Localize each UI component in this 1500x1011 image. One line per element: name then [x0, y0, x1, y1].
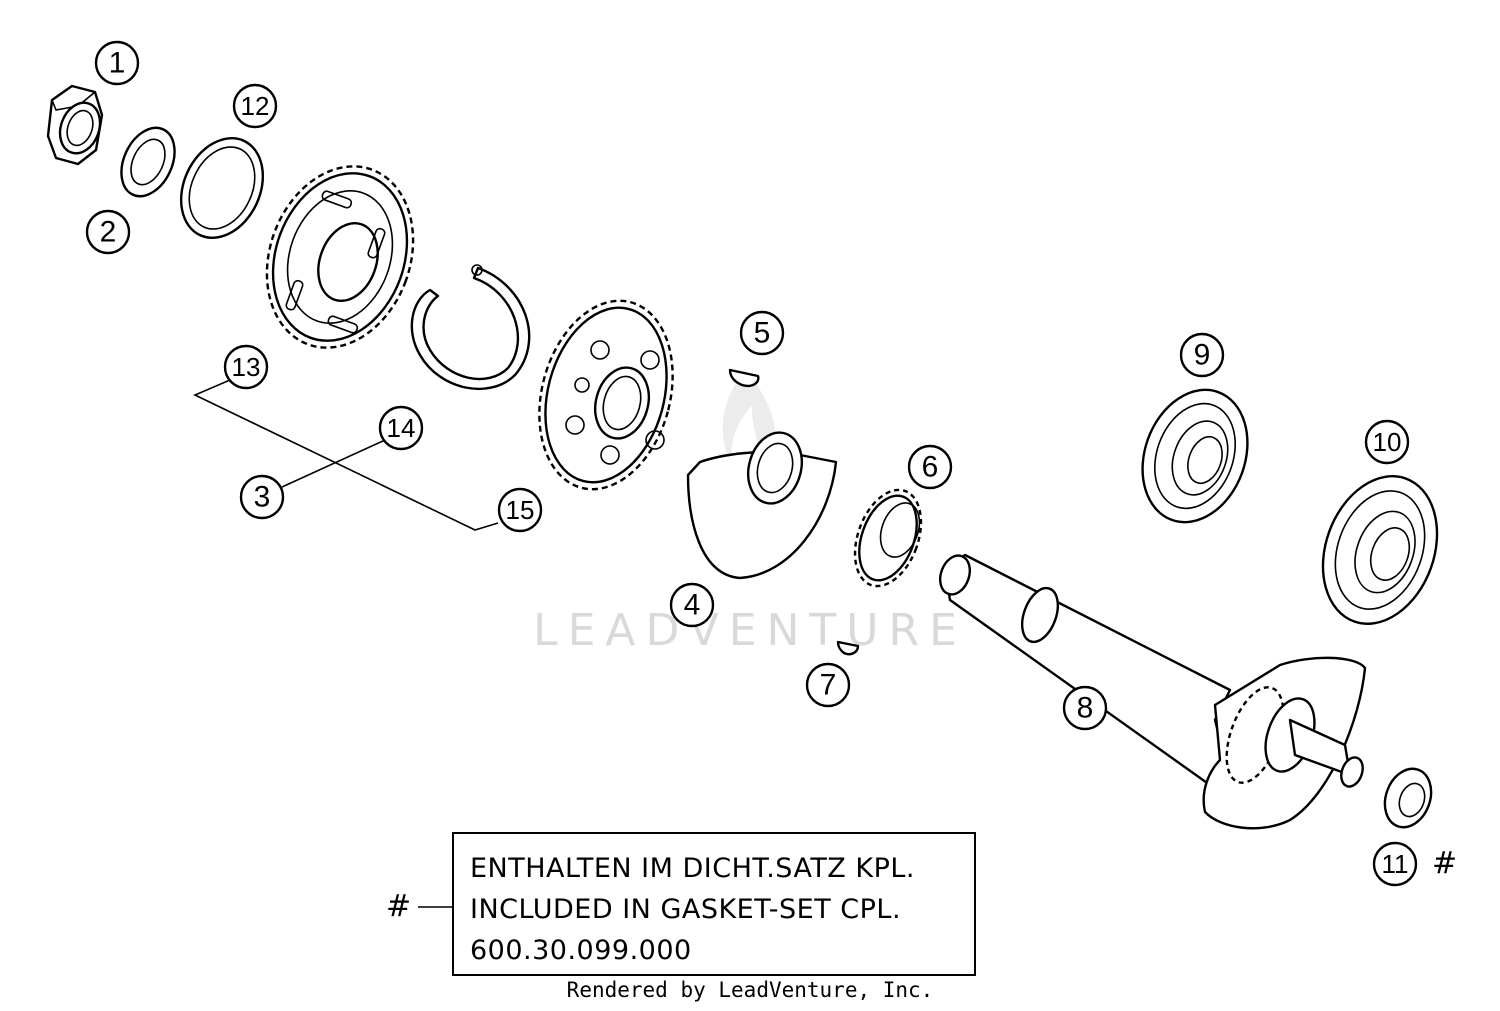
callout-1: 1 — [94, 40, 140, 86]
callout-3: 3 — [239, 474, 285, 520]
callout-2-label: 2 — [100, 216, 117, 249]
part-11-gasket-marker: # — [1432, 846, 1458, 881]
ball-bearing-9 — [1141, 388, 1249, 524]
callout-2: 2 — [85, 209, 131, 255]
note-line-english: INCLUDED IN GASKET-SET CPL. — [470, 894, 902, 925]
note-marker: # — [386, 889, 412, 924]
callout-6: 6 — [907, 444, 953, 490]
callout-5: 5 — [739, 310, 785, 356]
callout-9: 9 — [1179, 332, 1225, 378]
callout-10: 10 — [1364, 419, 1410, 465]
shim-washer — [179, 137, 265, 239]
callout-4-label: 4 — [684, 589, 701, 622]
woodruff-key-upper — [728, 368, 760, 388]
circlip — [410, 264, 531, 390]
callout-10-label: 10 — [1373, 427, 1402, 457]
hex-nut — [46, 84, 104, 166]
large-gear — [265, 165, 415, 349]
callout-14-label: 14 — [387, 413, 416, 443]
callout-13: 13 — [223, 344, 269, 390]
seal-ring — [1383, 767, 1433, 829]
footer-credit: Rendered by LeadVenture, Inc. — [566, 978, 934, 1002]
callout-8: 8 — [1062, 685, 1108, 731]
callout-5-label: 5 — [754, 317, 771, 350]
callout-15: 15 — [497, 487, 543, 533]
woodruff-key-lower — [836, 640, 860, 656]
callout-12-label: 12 — [241, 91, 270, 121]
callout-7: 7 — [805, 662, 851, 708]
watermark-text: LEADVENTURE — [533, 605, 967, 656]
callout-11: 11 — [1372, 841, 1418, 887]
callout-3-label: 3 — [254, 481, 271, 514]
callout-6-label: 6 — [922, 451, 939, 484]
callout-13-label: 13 — [232, 352, 261, 382]
note-line-german: ENTHALTEN IM DICHT.SATZ KPL. — [470, 853, 915, 884]
note-part-number: 600.30.099.000 — [470, 935, 692, 966]
callout-8-label: 8 — [1077, 692, 1094, 725]
callout-4: 4 — [669, 582, 715, 628]
callout-12: 12 — [232, 83, 278, 129]
callout-11-label: 11 — [1382, 849, 1409, 879]
second-gear — [538, 299, 674, 491]
shaft — [938, 553, 1367, 830]
callout-14: 14 — [378, 405, 424, 451]
washer-small — [120, 126, 176, 198]
callout-9-label: 9 — [1194, 339, 1211, 372]
ratchet-gear — [853, 488, 923, 588]
callout-1-label: 1 — [109, 47, 126, 80]
segment-plate — [686, 431, 838, 580]
gasket-set-note: ENTHALTEN IM DICHT.SATZ KPL. INCLUDED IN… — [452, 832, 976, 976]
callout-7-label: 7 — [820, 669, 837, 702]
roller-bearing-10 — [1321, 475, 1439, 625]
callout-15-label: 15 — [506, 495, 535, 525]
leader-lines — [193, 379, 499, 908]
